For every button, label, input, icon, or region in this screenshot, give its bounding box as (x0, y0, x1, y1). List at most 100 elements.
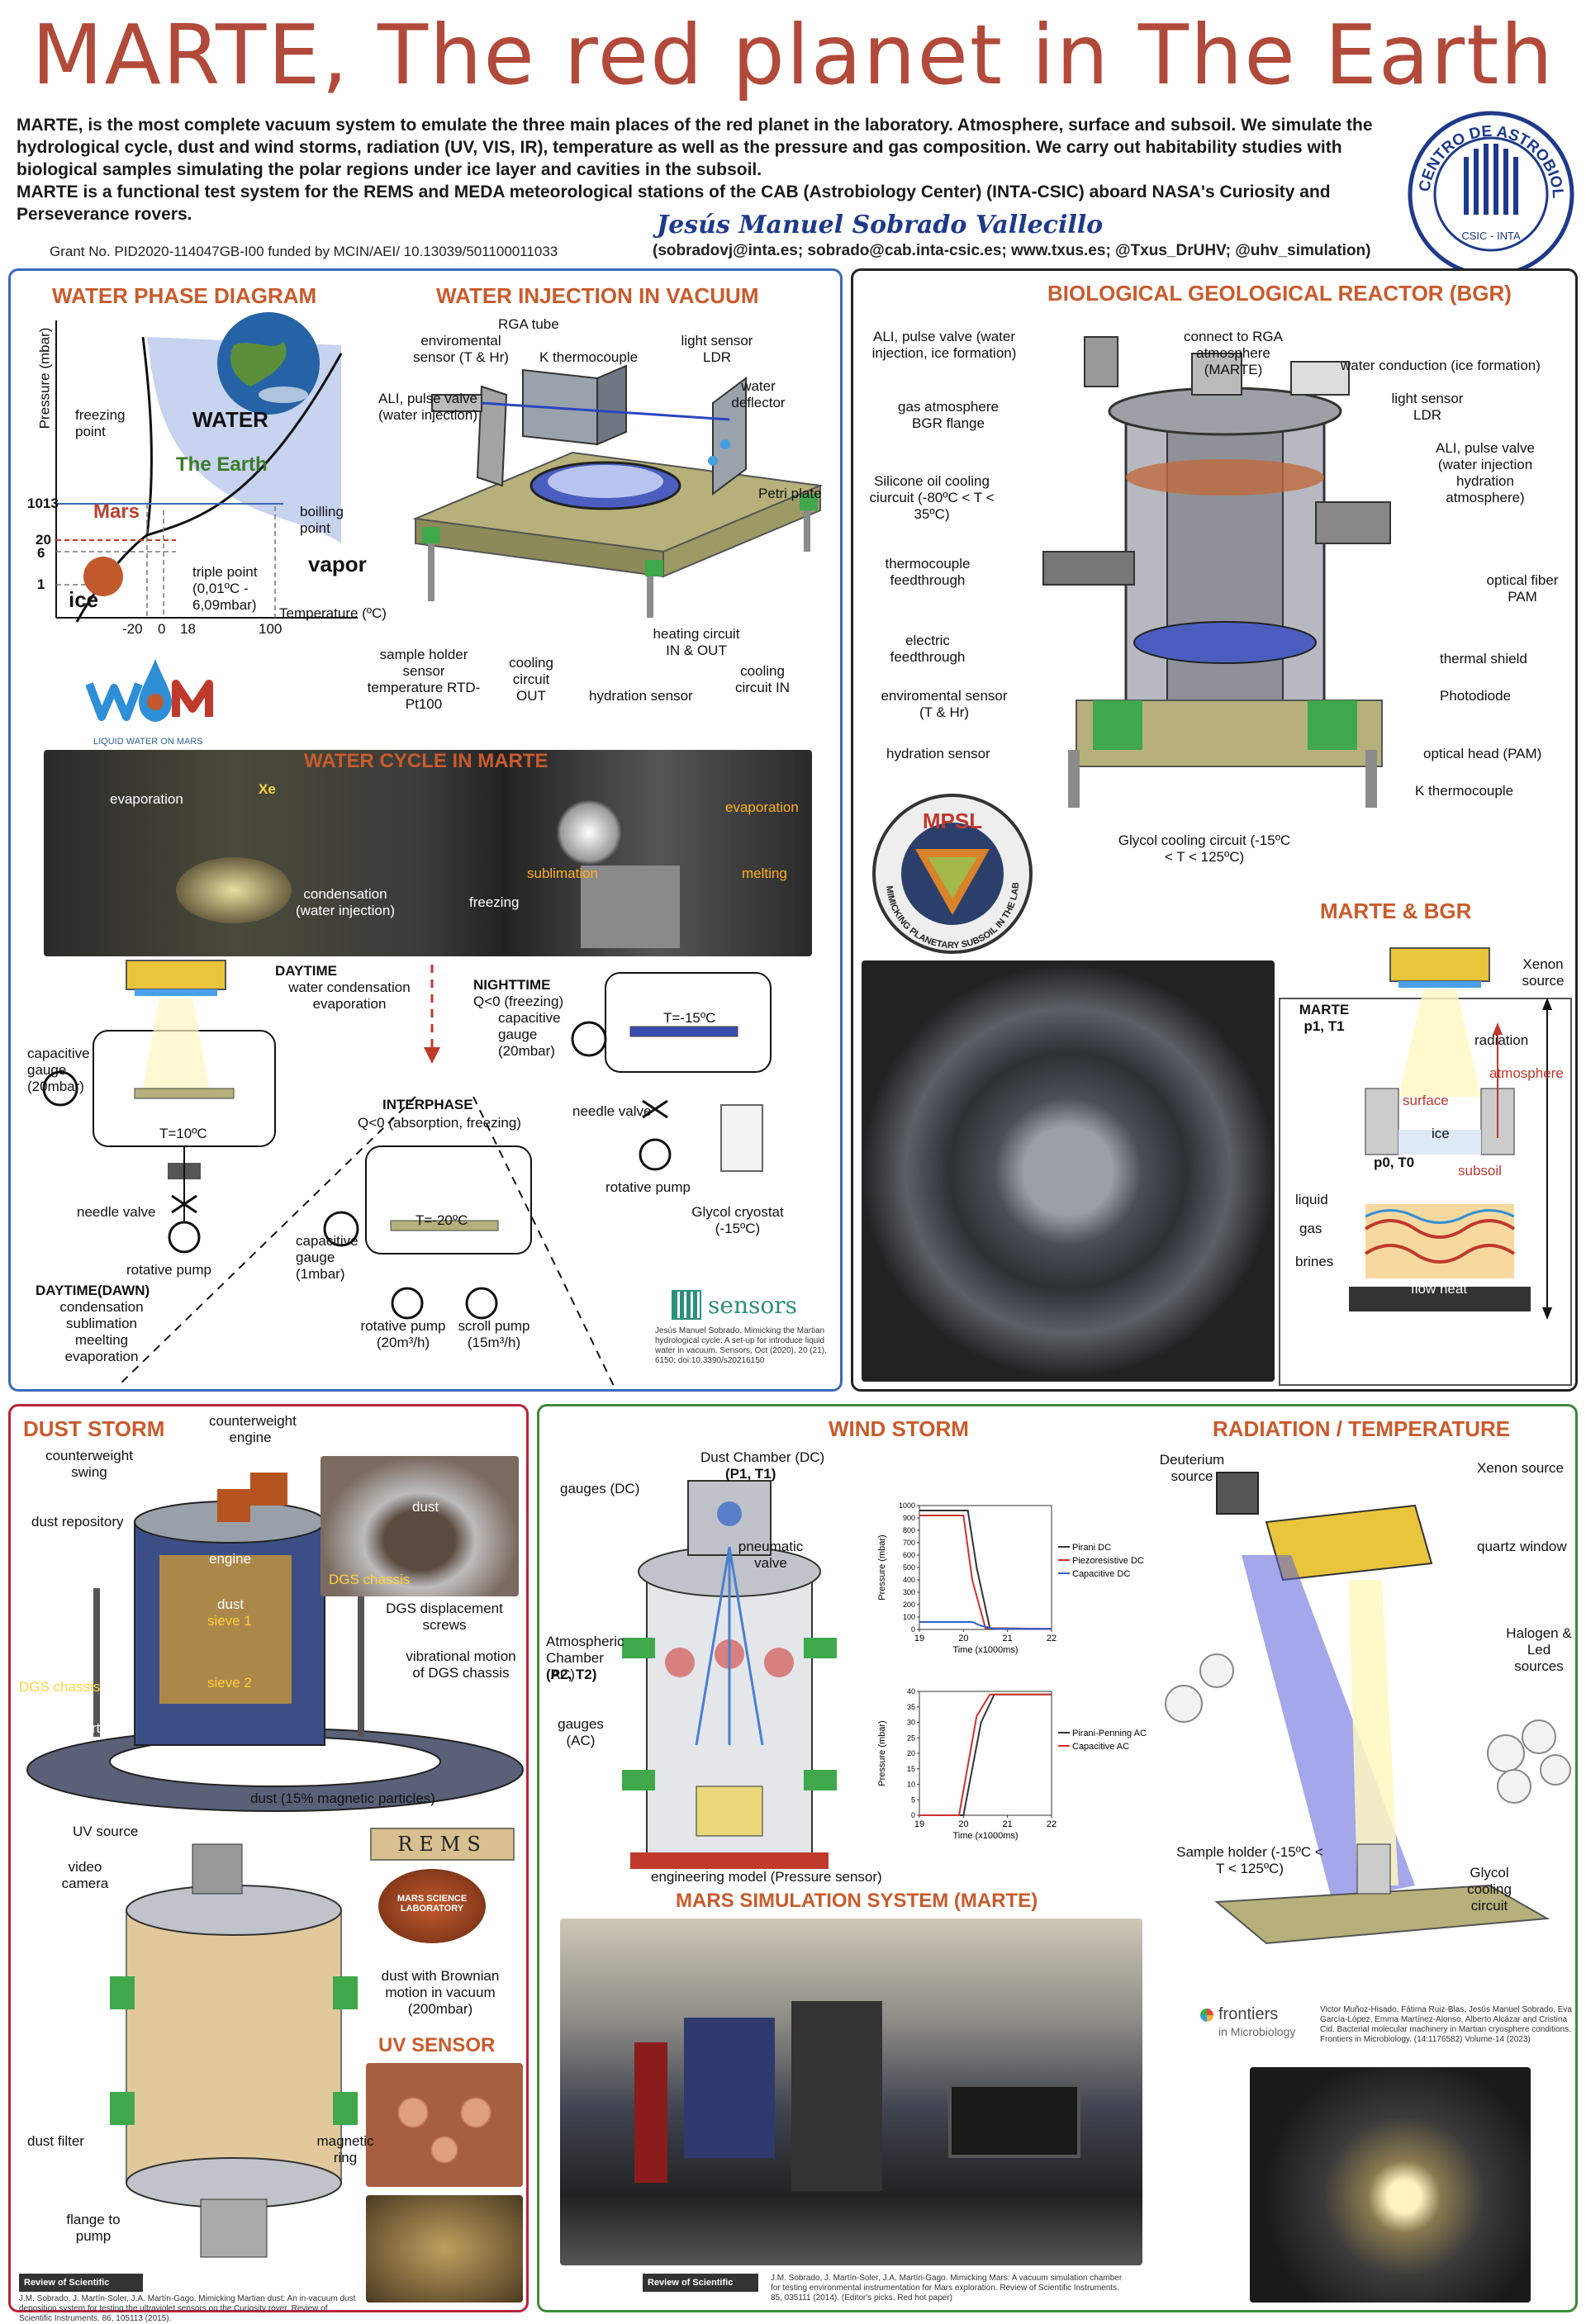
ice2-label: ice (1432, 1126, 1450, 1141)
subsoil-label: subsoil (1458, 1163, 1502, 1179)
chart2-xtick-label: 22 (1047, 1819, 1057, 1829)
chart1-ytick-label: 900 (903, 1514, 915, 1522)
cycle-schematics (42, 960, 772, 1387)
xenon-rad-label: Xenon source (1477, 1460, 1564, 1476)
dust-chamber-device (110, 1843, 358, 2258)
triple-point-label: triple point (0,01ºC - 6,09mbar) (192, 564, 258, 613)
chart1-xtick-label: 22 (1047, 1634, 1057, 1643)
bgr-electric-label: electric feedthrough (890, 633, 966, 665)
chart1-ytick-label: 100 (903, 1613, 915, 1621)
bgr-chamber-photo (862, 960, 1275, 1382)
ytick-1013: 1013 (27, 496, 59, 511)
daytime-desc: water condensation evaporation (288, 979, 411, 1012)
dgs-support-label: DGS support (19, 1720, 101, 1736)
cap-gauge-20b-label: capacitive gauge (20mbar) (498, 1010, 561, 1059)
bgr-hydration-label: hydration sensor (886, 746, 990, 761)
wind-ref: J.M. Sobrado, J. Martín-Soler, J.A. Mart… (771, 2274, 1123, 2303)
chart1-xtick-label: 20 (958, 1634, 968, 1643)
ice-label: ice (69, 587, 99, 612)
bgr-glycol-label: Glycol cooling circuit (-15ºC < T < 125º… (1118, 832, 1291, 865)
chart1-ytick-label: 1000 (899, 1501, 915, 1510)
sensors-text: sensors (708, 1291, 797, 1319)
chart2-xtick-label: 21 (1003, 1819, 1013, 1829)
atmosphere-label: atmosphere (1489, 1065, 1564, 1081)
deuterium-label: Deuterium source (1159, 1452, 1225, 1484)
chart1-xtick-label: 19 (914, 1634, 924, 1643)
seal-sub: CSIC - INTA (1461, 230, 1521, 242)
video-camera-label: video camera (61, 1859, 109, 1891)
cw-swing-label: counterweight swing (45, 1448, 133, 1480)
bgr-ali-top-label: ALI, pulse valve (water injection, ice f… (871, 329, 1017, 361)
flange-label: flange to pump (66, 2212, 121, 2244)
dust-photo (321, 1456, 519, 1596)
wind-title: WIND STORM (829, 1416, 969, 1441)
dust-generator-device (26, 1473, 524, 1812)
nighttime-desc: Q<0 (freezing) (473, 994, 564, 1009)
ac-p-label: (P2, T2) (546, 1667, 597, 1682)
daytime-label: DAYTIME (275, 963, 337, 979)
chart2-frame (919, 1691, 1052, 1816)
ac-label: Atmospheric Chamber (AC) (546, 1634, 624, 1682)
rotative-pump2-label: rotative pump (605, 1179, 691, 1195)
chart2-ytick-label: 20 (907, 1749, 915, 1757)
halogen-label: Halogen & Led sources (1506, 1625, 1572, 1674)
rems-logo: REMS (370, 1828, 515, 1861)
t20-label: T=-20ºC (415, 1212, 468, 1228)
xenon-label: Xenon source (1522, 956, 1565, 989)
dawn-desc: condensation sublimation meelting evapor… (59, 1299, 144, 1364)
chart1-legend-label: Piezoresistive DC (1072, 1556, 1144, 1566)
frontiers-logo: frontiers in Microbiology (1200, 2005, 1316, 2047)
needle-valve2-label: needle valve (572, 1103, 652, 1119)
t10-label: T=10ºC (159, 1126, 207, 1141)
radiation-photo (1250, 2067, 1531, 2303)
condensation-label: condensation (water injection) (296, 886, 395, 918)
interphase-desc: Q<0 (absorption, freezing) (358, 1115, 521, 1131)
chart1-series-line (919, 1621, 1052, 1630)
cap-gauge-1-label: capacitive gauge (1mbar) (296, 1233, 359, 1282)
chart1-ytick-label: 500 (903, 1563, 915, 1572)
surface-label: surface (1403, 1093, 1449, 1108)
dust-mag-label: dust (15% magnetic particles) (250, 1790, 435, 1806)
frontiers-dots-icon (1200, 2009, 1213, 2022)
mpsl-text: MPSL (923, 809, 982, 833)
bgr-thermal-shield-label: thermal shield (1440, 651, 1527, 666)
uv-sensor-title: UV SENSOR (378, 2034, 496, 2056)
brownian-label: dust with Brownian motion in vacuum (200… (381, 1968, 500, 2017)
dgs-chassis-photo-label: DGS chassis (329, 1572, 411, 1587)
chart1-ytick-label: 800 (903, 1526, 915, 1534)
liquid-label: liquid (1295, 1192, 1328, 1207)
phase-x-axis: Temperature (ºC) (279, 605, 387, 621)
bgr-ali-hydration-label: ALI, pulse valve (water injection hydrat… (1435, 440, 1535, 505)
marte-label: MARTE p1, T1 (1299, 1002, 1350, 1034)
rga-tube-label: RGA tube (498, 316, 559, 332)
chart1-ytick-label: 600 (903, 1551, 915, 1559)
xtick-18: 18 (180, 621, 196, 637)
earth-label: The Earth (176, 453, 268, 476)
phase-y-axis: Pressure (mbar) (36, 327, 53, 429)
t15-label: T=-15ºC (663, 1010, 716, 1026)
cooling-in-label: cooling circuit IN (734, 663, 791, 695)
boiling-point-label: boilling point (300, 504, 344, 536)
dgs-screws-label: DGS displacement screws (386, 1601, 503, 1633)
gas-label: gas (1299, 1221, 1322, 1236)
chart1-ytick-label: 200 (903, 1601, 915, 1609)
dust-panel: DUST STORM dust DGS chassis counterweigh… (8, 1404, 529, 2323)
k-thermo-label: K thermocouple (539, 349, 639, 365)
radiation-device (1165, 1472, 1571, 1945)
sample-holder-rad-label: Sample holder (-15ºC < T < 125ºC) (1176, 1844, 1323, 1876)
chart2-xtick-label: 19 (914, 1819, 924, 1829)
ytick-20: 20 (36, 532, 51, 548)
flow-heat-label: flow heat (1411, 1281, 1468, 1297)
bgr-optical-head-label: optical head (PAM) (1423, 746, 1542, 761)
water-injection-device (412, 364, 824, 618)
gauges-dc-label: gauges (DC) (560, 1481, 640, 1496)
chart2-ytick-label: 15 (907, 1765, 915, 1773)
ytick-1: 1 (37, 576, 45, 592)
evaporation2-label: evaporation (725, 799, 799, 815)
sample-holder-label: sample holder sensor temperature RTD-Pt1… (367, 647, 481, 712)
chart2-ytick-label: 40 (907, 1687, 915, 1696)
dust-inner-label: dust (217, 1596, 245, 1612)
cooling-out-label: cooling circuit OUT (509, 655, 553, 704)
xtick-0: 0 (158, 621, 166, 637)
sublimation-label: sublimation (527, 866, 598, 881)
